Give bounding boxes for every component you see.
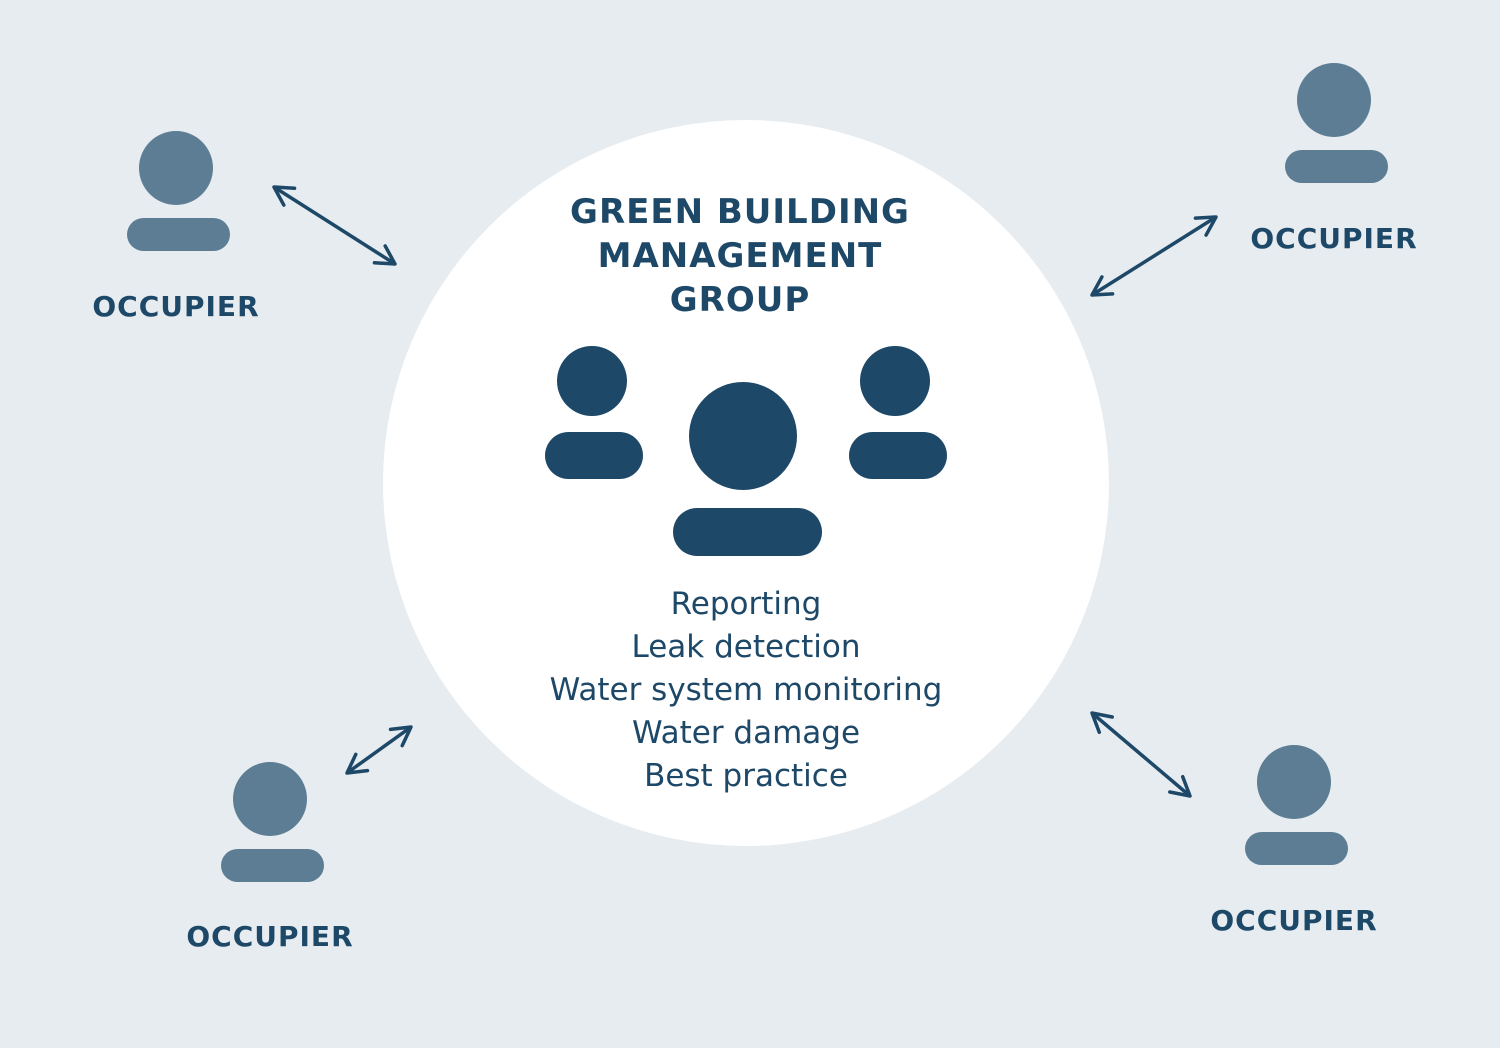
- service-item: Water damage: [631, 715, 861, 751]
- occupier-top-left-icon: [127, 131, 230, 251]
- occupier-top-right-icon: [1285, 63, 1388, 183]
- occupier-label-bottom-left: OCCUPIER: [186, 920, 354, 953]
- services-list: Reporting Leak detection Water system mo…: [496, 583, 996, 798]
- service-item: Leak detection: [631, 629, 861, 665]
- group-title-line-2: MANAGEMENT: [597, 236, 883, 276]
- service-item: Water system monitoring: [549, 672, 943, 708]
- service-item: Reporting: [670, 586, 822, 622]
- team-member-right-icon: [849, 346, 947, 479]
- arrow-top-left: [272, 185, 397, 266]
- team-member-center-icon: [673, 382, 822, 556]
- occupier-label-top-right: OCCUPIER: [1250, 222, 1418, 255]
- group-title: GREEN BUILDING MANAGEMENT GROUP: [490, 190, 990, 322]
- group-title-line-1: GREEN BUILDING: [570, 192, 910, 232]
- occupier-bottom-right-icon: [1245, 745, 1348, 865]
- occupier-label-bottom-right: OCCUPIER: [1210, 904, 1378, 937]
- group-title-line-3: GROUP: [669, 280, 811, 320]
- team-member-left-icon: [545, 346, 643, 479]
- service-item: Best practice: [644, 758, 848, 794]
- arrow-top-right: [1090, 215, 1218, 297]
- arrow-bottom-left: [345, 725, 413, 775]
- occupier-bottom-left-icon: [221, 762, 324, 882]
- occupier-label-top-left: OCCUPIER: [92, 290, 260, 323]
- arrow-bottom-right: [1090, 711, 1192, 798]
